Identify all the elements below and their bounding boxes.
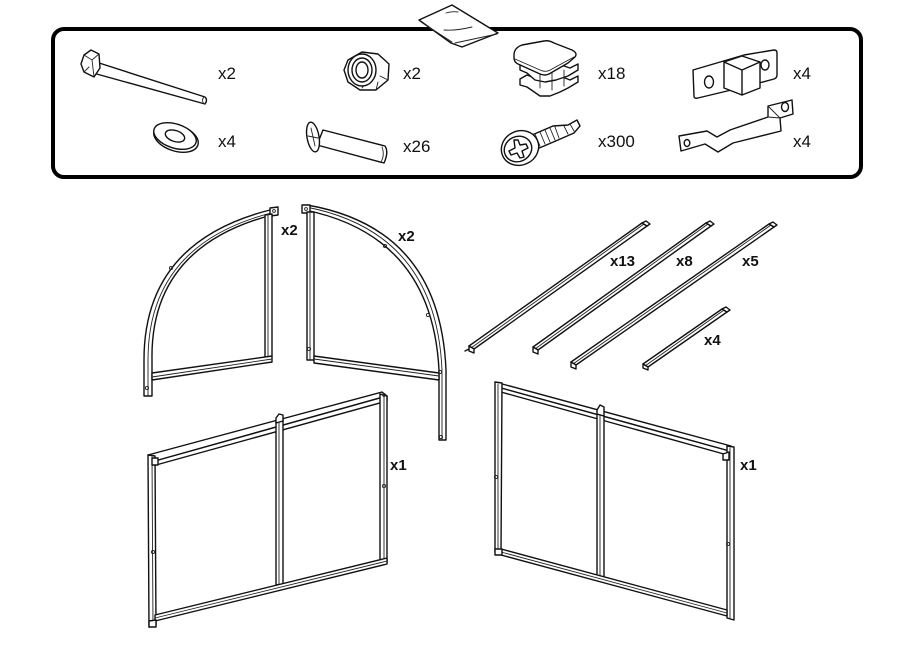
washer-quantity: x4 bbox=[218, 132, 236, 151]
lock-nut-icon bbox=[343, 51, 390, 91]
arch-panel-right-quantity: x2 bbox=[398, 228, 415, 245]
arch-panel-right bbox=[301, 204, 447, 441]
rod-longest bbox=[570, 221, 778, 370]
arch-panel-left-quantity: x2 bbox=[281, 222, 298, 239]
rod-long-with-pin bbox=[464, 220, 651, 354]
hardware-box-border bbox=[51, 27, 863, 179]
side-panel-left bbox=[147, 391, 388, 628]
rod-short-quantity: x4 bbox=[704, 332, 721, 349]
side-panel-right-quantity: x1 bbox=[740, 457, 757, 474]
countersunk-bolt-quantity: x26 bbox=[403, 137, 430, 156]
side-panel-right bbox=[493, 381, 735, 621]
end-cap-icon bbox=[513, 40, 579, 97]
self-drilling-screw-quantity: x300 bbox=[598, 132, 635, 151]
hex-bolt-quantity: x2 bbox=[218, 64, 236, 83]
stop-bracket-quantity: x4 bbox=[793, 64, 811, 83]
rod-longest-quantity: x5 bbox=[742, 253, 759, 270]
stop-bracket-icon bbox=[692, 49, 778, 99]
rod-long-with-pin-quantity: x13 bbox=[610, 253, 635, 270]
self-drilling-screw-icon bbox=[500, 119, 581, 167]
hardware-box bbox=[51, 27, 863, 179]
arch-panel-left bbox=[143, 206, 279, 397]
z-bracket-icon bbox=[678, 99, 794, 153]
rod-long bbox=[532, 220, 715, 355]
end-cap-quantity: x18 bbox=[598, 64, 625, 83]
rod-short bbox=[642, 306, 731, 371]
hardware-bag-icon bbox=[418, 4, 499, 48]
z-bracket-quantity: x4 bbox=[793, 132, 811, 151]
lock-nut-quantity: x2 bbox=[403, 64, 421, 83]
side-panel-left-quantity: x1 bbox=[390, 457, 407, 474]
hex-bolt-icon bbox=[80, 49, 208, 105]
rod-long-quantity: x8 bbox=[676, 253, 693, 270]
countersunk-bolt-icon bbox=[305, 121, 388, 164]
washer-icon bbox=[153, 122, 199, 153]
